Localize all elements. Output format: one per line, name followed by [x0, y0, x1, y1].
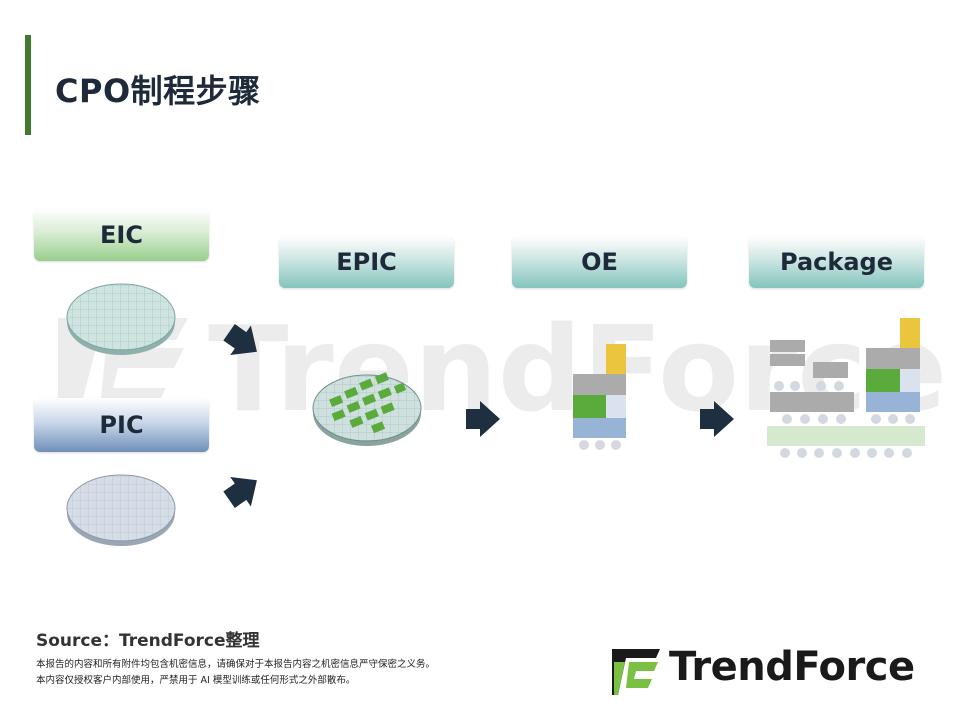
disclaimer: 本报告的内容和所有附件均包含机密信息，请确保对于本报告内容之机密信息严守保密之义… — [36, 657, 435, 689]
trendforce-logo: TrendForce — [612, 644, 932, 698]
pic-label: PIC — [34, 398, 209, 452]
trendforce-logo-text: TrendForce — [669, 644, 915, 690]
eic-label: EIC — [34, 209, 209, 261]
source-note: Source：TrendForce整理 — [36, 631, 260, 651]
package-assembly-icon — [767, 318, 925, 458]
package-label: Package — [749, 236, 924, 288]
trendforce-logo-icon — [612, 649, 660, 695]
arrow-oe-to-package-icon — [700, 401, 734, 437]
eic-wafer-icon — [66, 283, 176, 355]
oe-module-icon — [573, 344, 626, 450]
epic-wafer-icon — [312, 372, 422, 446]
pic-wafer-icon — [66, 474, 176, 546]
arrow-epic-to-oe-icon — [466, 401, 500, 437]
epic-label: EPIC — [279, 236, 454, 288]
oe-label: OE — [512, 236, 687, 288]
arrow-pic-to-epic-icon — [223, 476, 257, 508]
disclaimer-line: 本内容仅授权客户内部使用，严禁用于 AI 模型训练或任何形式之外部散布。 — [36, 675, 356, 686]
page-title: CPO制程步骤 — [55, 72, 261, 110]
title-accent-bar — [25, 35, 31, 135]
disclaimer-line: 本报告的内容和所有附件均包含机密信息，请确保对于本报告内容之机密信息严守保密之义… — [36, 659, 436, 670]
arrow-eic-to-epic-icon — [223, 324, 257, 356]
